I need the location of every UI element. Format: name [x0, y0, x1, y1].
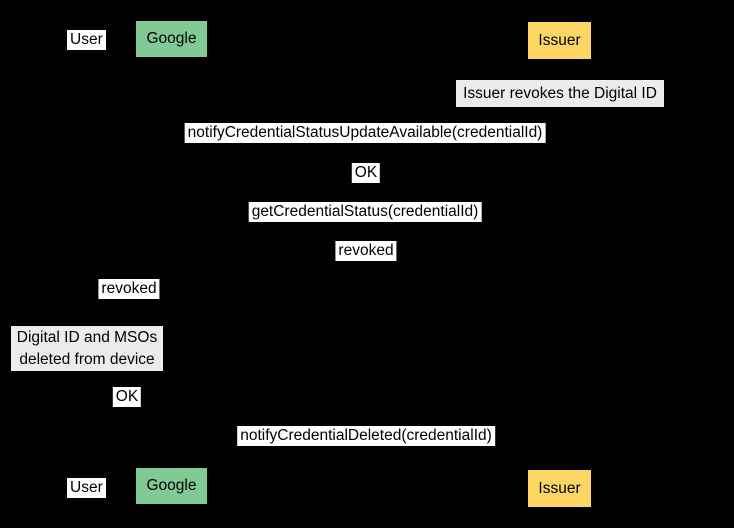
actor-user-top: User	[67, 30, 106, 50]
actor-issuer-bottom: Issuer	[528, 470, 591, 507]
note-issuer-revokes-digital-id: Issuer revokes the Digital ID	[456, 80, 664, 107]
actor-google-top: Google	[136, 21, 207, 57]
message-ok-2: OK	[112, 387, 142, 407]
message-notify-credential-status-update: notifyCredentialStatusUpdateAvailable(cr…	[184, 123, 546, 143]
actor-google-bottom: Google	[136, 468, 207, 504]
actor-issuer-top: Issuer	[528, 22, 591, 59]
message-ok-1: OK	[351, 163, 381, 183]
message-revoked-2: revoked	[98, 279, 160, 299]
note-line-1: Digital ID and MSOs	[16, 328, 158, 346]
actor-user-bottom: User	[67, 478, 106, 498]
note-digital-id-deleted: Digital ID and MSOs deleted from device	[11, 326, 163, 371]
message-revoked-1: revoked	[335, 241, 397, 261]
message-get-credential-status: getCredentialStatus(credentialId)	[248, 202, 482, 222]
note-line-2: deleted from device	[19, 350, 155, 368]
message-notify-credential-deleted: notifyCredentialDeleted(credentialId)	[237, 426, 495, 446]
